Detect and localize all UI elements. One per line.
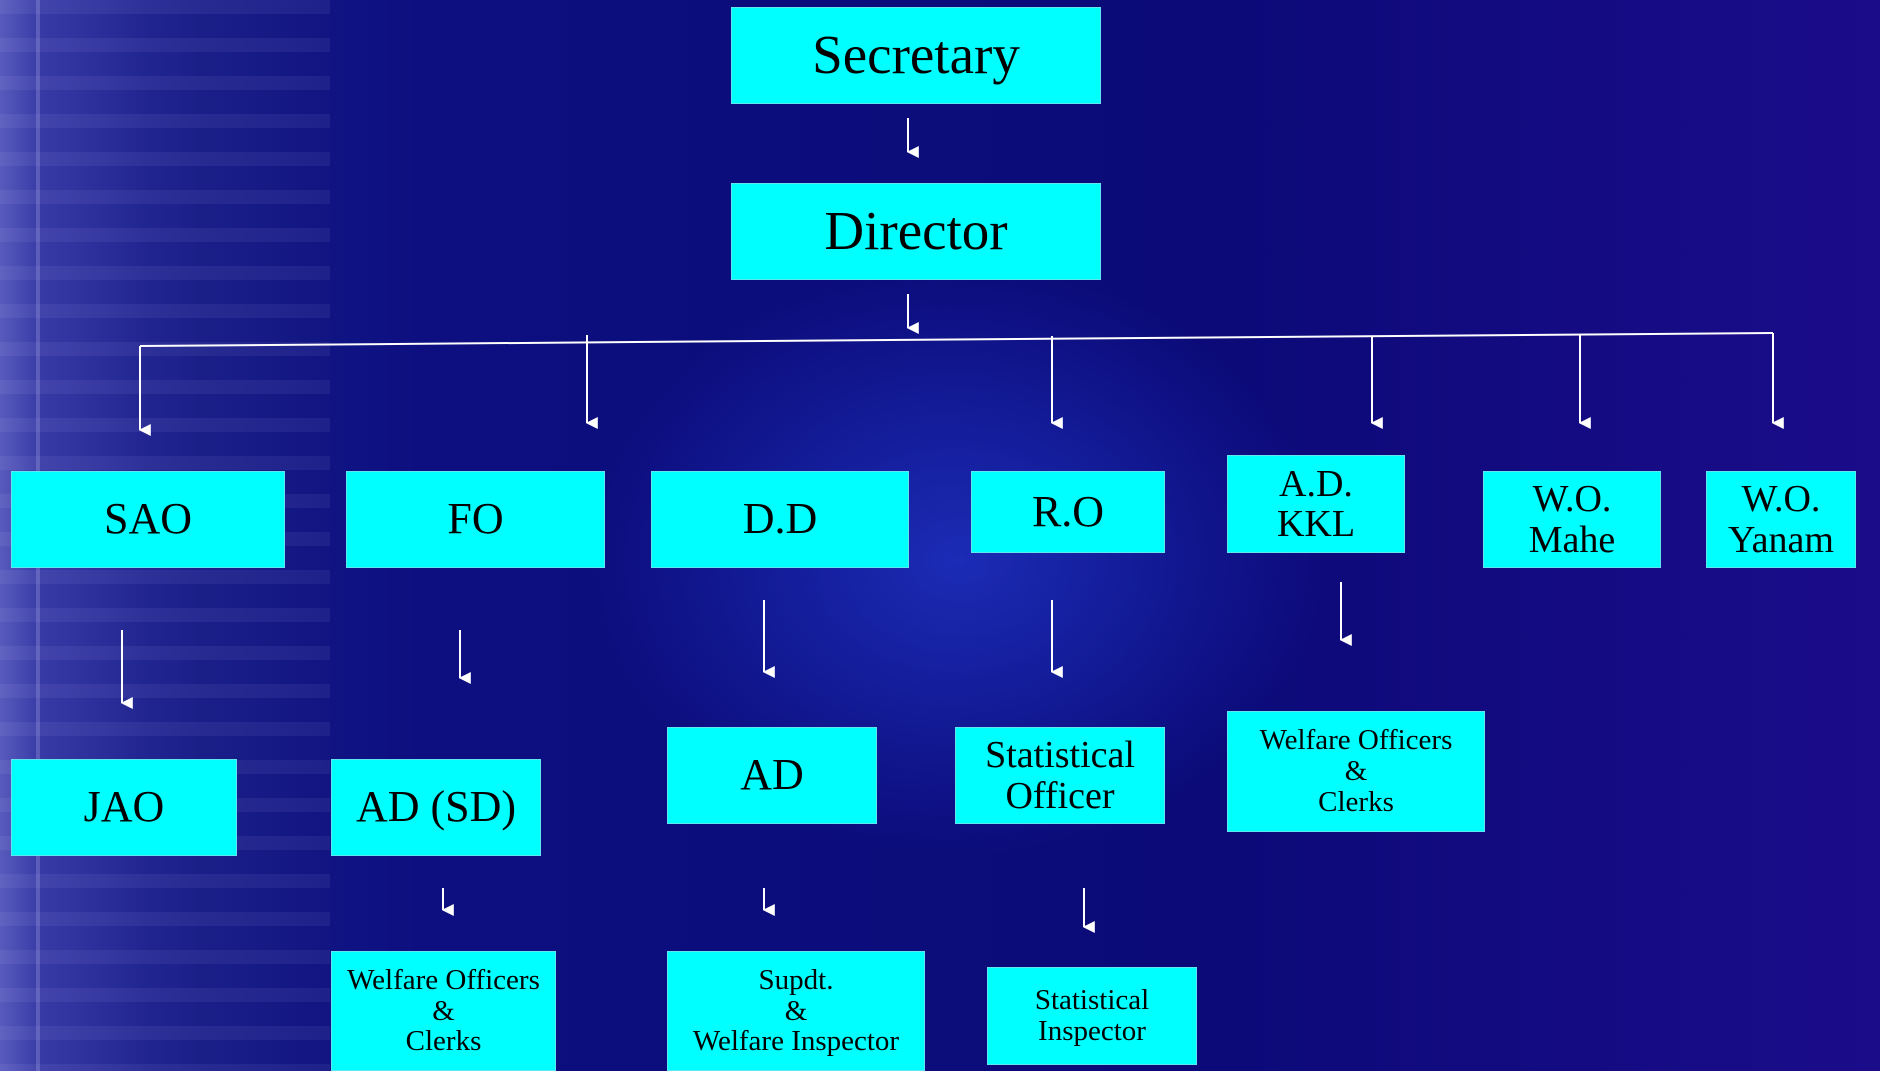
node-label-line: AD (SD): [355, 782, 517, 832]
node-label-line: Officer: [1005, 774, 1115, 817]
node-jao: JAO: [11, 759, 237, 856]
node-secretary: Secretary: [731, 7, 1101, 104]
node-label-line: &: [784, 994, 808, 1027]
node-ad: AD: [667, 727, 877, 824]
node-label-line: Yanam: [1728, 518, 1834, 561]
node-wo-yanam: W.O.Yanam: [1706, 471, 1856, 568]
horizontal-bus-line: [139, 332, 1774, 347]
node-ad-sd: AD (SD): [331, 759, 541, 856]
node-label-line: FO: [447, 494, 504, 544]
node-director: Director: [731, 183, 1101, 280]
node-sao: SAO: [11, 471, 285, 568]
node-label-line: Director: [824, 200, 1008, 262]
node-label-line: SAO: [103, 494, 193, 544]
node-label-line: AD: [740, 750, 804, 800]
node-wo-mahe: W.O.Mahe: [1483, 471, 1661, 568]
node-label-line: Welfare Inspector: [692, 1025, 900, 1058]
node-label-line: &: [1344, 755, 1368, 788]
node-ad-supdt: Supdt.&Welfare Inspector: [667, 951, 925, 1071]
node-fo-staff: Welfare Officers&Clerks: [331, 951, 556, 1071]
node-label-line: KKL: [1276, 503, 1356, 545]
node-label-line: Inspector: [1038, 1015, 1146, 1047]
node-label-line: Clerks: [405, 1025, 482, 1058]
node-label-line: JAO: [83, 782, 165, 832]
node-label-line: W.O.: [1532, 478, 1612, 521]
node-label-line: A.D.: [1279, 462, 1353, 505]
node-label-line: D.D: [742, 494, 818, 544]
node-label-line: Welfare Officers: [347, 963, 540, 996]
node-label-line: Mahe: [1528, 518, 1616, 561]
node-label-line: Clerks: [1318, 785, 1394, 818]
node-label-line: &: [432, 994, 455, 1027]
node-label-line: Statistical: [1034, 984, 1150, 1017]
node-label-line: Secretary: [812, 24, 1020, 86]
node-dd: D.D: [651, 471, 909, 568]
node-label-line: Welfare Officers: [1259, 724, 1453, 757]
node-kkl-staff: Welfare Officers&Clerks: [1227, 711, 1485, 832]
node-label-line: W.O.: [1741, 478, 1821, 521]
node-ad-kkl: A.D.KKL: [1227, 455, 1405, 553]
node-label-line: Statistical: [985, 734, 1135, 777]
node-label-line: R.O: [1031, 486, 1105, 536]
node-fo: FO: [346, 471, 605, 568]
node-ro: R.O: [971, 471, 1165, 553]
node-label-line: Supdt.: [758, 963, 834, 996]
